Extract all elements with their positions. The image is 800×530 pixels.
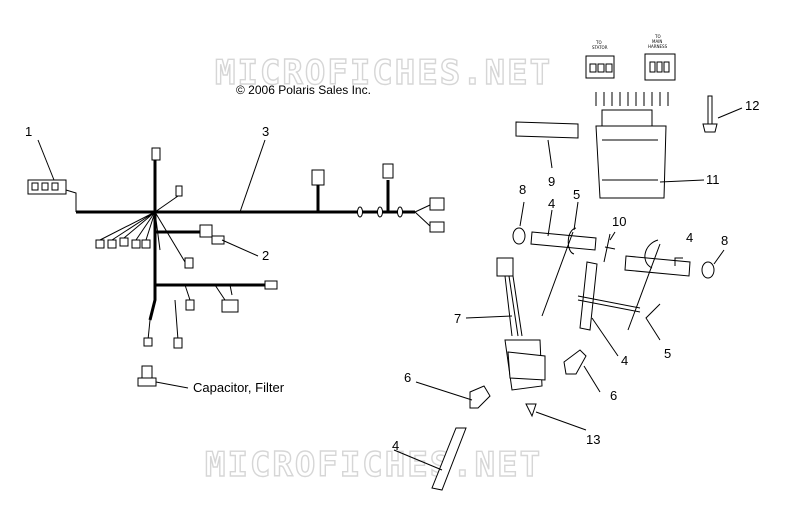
capacitor-leader — [155, 381, 189, 389]
harness-clip — [397, 206, 403, 218]
callout-4: 4 — [621, 353, 628, 368]
harness-small-connector — [141, 239, 151, 249]
callout-leaders — [37, 107, 743, 471]
cable-tie — [577, 295, 641, 313]
harness-clip — [377, 206, 383, 218]
svg-text:TO: TO — [654, 34, 661, 39]
fitting — [469, 385, 491, 409]
connector-to-main-harness: TO MAIN HARNESS — [644, 34, 676, 81]
sensor-assembly — [496, 257, 546, 391]
callout-7: 7 — [454, 311, 461, 326]
copyright-text: © 2006 Polaris Sales Inc. — [236, 83, 371, 97]
capacitor-filter — [137, 365, 157, 387]
callout-5: 5 — [664, 346, 671, 361]
harness-small-connector — [211, 235, 225, 245]
harness-small-connector — [264, 280, 278, 290]
grommet — [701, 261, 715, 279]
connector-to-stator: TO STATOR — [585, 40, 615, 79]
callout-12: 12 — [745, 98, 759, 113]
harness-small-connector — [382, 163, 394, 179]
wiring-harness: Capacitor, Filter — [27, 147, 445, 395]
harness-small-connector — [151, 147, 161, 161]
tube — [579, 261, 598, 331]
capacitor-label: Capacitor, Filter — [193, 380, 285, 395]
harness-small-connector — [429, 221, 445, 233]
tube — [431, 427, 467, 491]
harness-small-connector — [107, 239, 117, 249]
harness-small-connector — [95, 239, 105, 249]
harness-small-connector — [221, 299, 239, 313]
screw — [525, 403, 537, 418]
svg-text:MAIN: MAIN — [652, 39, 662, 44]
callout-8: 8 — [519, 182, 526, 197]
callout-6: 6 — [610, 388, 617, 403]
bolt — [702, 95, 718, 133]
callout-8: 8 — [721, 233, 728, 248]
fitting — [563, 349, 587, 375]
harness-small-connector — [311, 169, 325, 186]
svg-text:STATOR: STATOR — [592, 45, 608, 50]
harness-small-connector — [143, 337, 153, 347]
callout-2: 2 — [262, 248, 269, 263]
harness-small-connector — [173, 337, 183, 349]
watermark-top: MICROFICHES.NET — [215, 53, 552, 93]
callout-4: 4 — [548, 196, 555, 211]
harness-small-connector — [199, 224, 213, 238]
watermark-bottom: MICROFICHES.NET — [205, 445, 542, 485]
callout-4: 4 — [392, 438, 399, 453]
callout-3: 3 — [262, 124, 269, 139]
callout-10: 10 — [612, 214, 626, 229]
harness-small-connector — [184, 257, 194, 269]
harness-vertical-branch — [148, 160, 157, 321]
callout-4: 4 — [686, 230, 693, 245]
svg-text:HARNESS: HARNESS — [648, 44, 668, 49]
callout-11: 11 — [706, 172, 720, 187]
grommet — [512, 227, 526, 245]
cable-tie — [627, 239, 661, 331]
callout-6: 6 — [404, 370, 411, 385]
tube — [530, 231, 597, 251]
harness-clip — [357, 206, 363, 218]
harness-small-connector — [175, 185, 183, 197]
harness-connector-1 — [27, 179, 77, 212]
callout-1: 1 — [25, 124, 32, 139]
callout-13: 13 — [586, 432, 600, 447]
callout-5: 5 — [573, 187, 580, 202]
harness-small-connector — [131, 239, 141, 249]
tube — [624, 255, 691, 277]
bracket — [515, 121, 579, 139]
svg-text:TO: TO — [595, 40, 602, 45]
harness-small-connector — [429, 197, 445, 211]
harness-small-connector — [185, 299, 195, 311]
voltage-regulator — [595, 92, 669, 199]
small-clip — [603, 233, 616, 263]
callout-9: 9 — [548, 174, 555, 189]
harness-small-connector — [119, 237, 129, 247]
